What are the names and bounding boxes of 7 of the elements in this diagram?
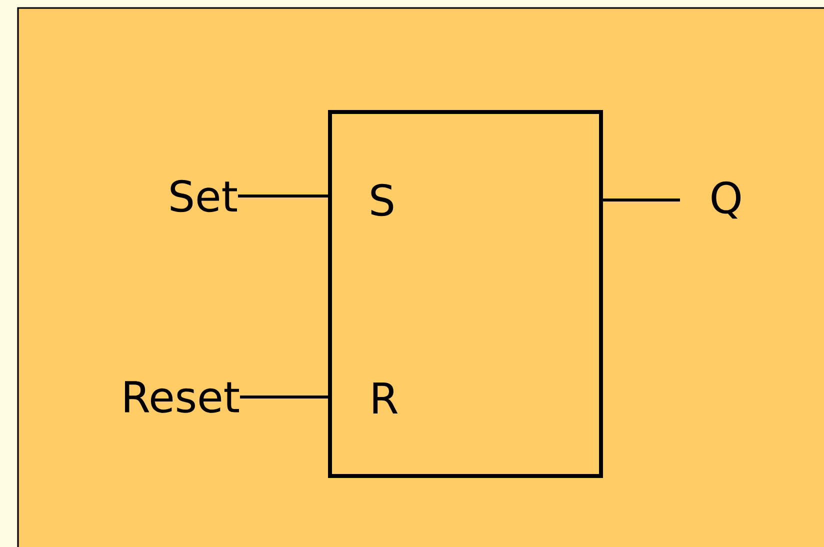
input-label: Set — [170, 180, 237, 212]
input-label: Reset — [125, 381, 239, 413]
connector-line — [238, 194, 328, 198]
connector-line — [603, 198, 680, 202]
output-label: Q — [712, 181, 741, 219]
connector-line — [240, 396, 328, 398]
latch-box: S R — [328, 110, 603, 478]
